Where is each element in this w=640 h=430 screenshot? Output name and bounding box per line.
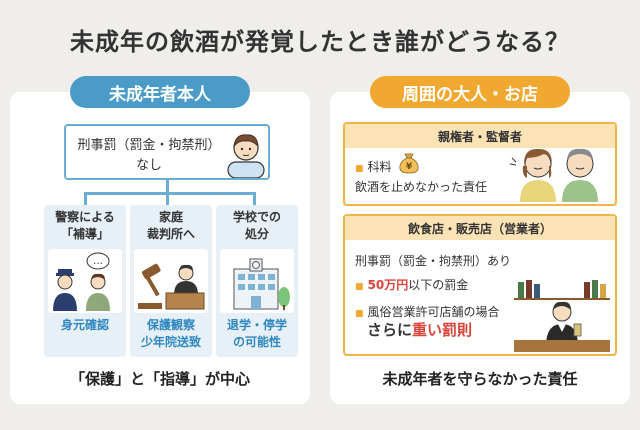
minor-penalty-box: 刑事罰（罰金・拘禁刑） なし — [64, 124, 270, 180]
shop-box: 飲食店・販売店（営業者） — [343, 214, 617, 356]
adults-summary: 未成年者を守らなかった責任 — [382, 370, 578, 388]
school-building-icon — [233, 258, 290, 310]
tree-connector-vertical — [166, 180, 169, 193]
school-illustration — [220, 249, 294, 313]
tree-connector-center — [166, 192, 169, 206]
bartender-icon — [514, 280, 610, 352]
police-result: 身元確認 — [60, 318, 109, 332]
shop-license-text: ■風俗営業許可店舗の場合 — [355, 305, 500, 319]
school-column: 学校での 処分 退学・停学 の可能性 — [216, 205, 298, 357]
speech-bubble-dots: … — [93, 256, 103, 267]
police-officer-icon: … — [53, 252, 110, 311]
bullet-icon: ■ — [355, 164, 364, 174]
shop-penalty-text: 刑事罰（罰金・拘禁刑）あり — [355, 254, 512, 268]
guardian-heading: 親権者・監督者 — [345, 124, 615, 148]
minor-penalty-none: なし — [135, 158, 162, 173]
bullet-icon: ■ — [355, 282, 364, 292]
police-column: 警察による 「補導」 … 身元確認 — [44, 205, 126, 357]
bullet-icon: ■ — [355, 309, 364, 319]
shop-heavy-penalty-text: さらに重い罰則 — [367, 321, 473, 339]
shop-fine-text: ■50万円以下の罰金 — [355, 278, 469, 292]
court-illustration — [134, 249, 208, 313]
guardian-item-responsibility: 飲酒を止めなかった責任 — [355, 180, 488, 194]
gavel-judge-icon — [138, 263, 205, 310]
tree-connector-horizontal — [84, 192, 256, 195]
parents-icon — [509, 148, 598, 202]
tree-connector-right — [253, 192, 256, 206]
guardian-item-fine: ■科料 — [355, 160, 392, 174]
police-heading: 警察による 「補導」 — [55, 210, 115, 241]
minor-penalty-text: 刑事罰（罰金・拘禁刑） — [77, 138, 221, 153]
school-heading: 学校での 処分 — [232, 210, 281, 241]
minor-header: 未成年者本人 — [70, 76, 250, 108]
school-result: 退学・停学 の可能性 — [226, 318, 287, 349]
student-avatar-icon — [227, 134, 265, 178]
court-result: 保護観察 少年院送致 — [140, 318, 201, 349]
money-bag-icon: ¥ — [399, 153, 419, 174]
money-symbol: ¥ — [406, 162, 413, 172]
police-illustration: … — [48, 249, 122, 313]
page-title: 未成年の飲酒が発覚したとき誰がどうなる？ — [70, 28, 570, 56]
family-court-heading: 家庭 裁判所へ — [146, 210, 195, 241]
minor-summary: 「保護」と「指導」が中心 — [69, 370, 250, 388]
tree-connector-left — [84, 192, 87, 206]
family-court-column: 家庭 裁判所へ 保護観察 少年院送致 — [130, 205, 212, 357]
shop-heading: 飲食店・販売店（営業者） — [345, 216, 615, 240]
adults-header: 周囲の大人・お店 — [370, 76, 570, 108]
